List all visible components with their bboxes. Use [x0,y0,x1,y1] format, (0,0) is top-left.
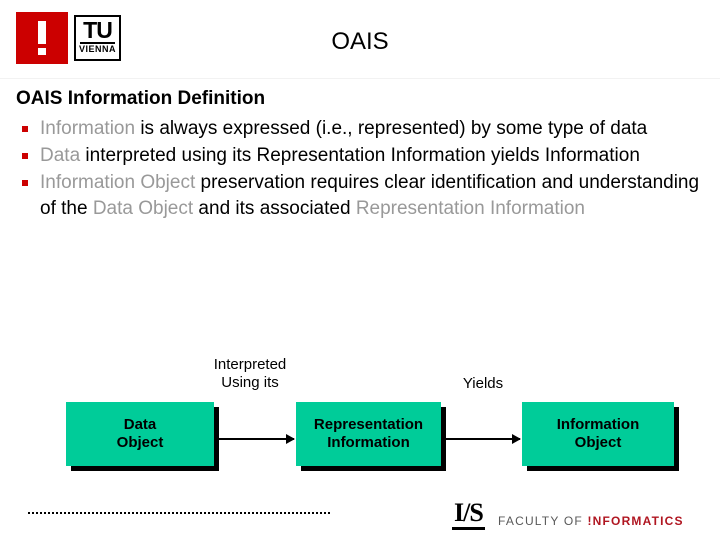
tu-logo-vienna-text: VIENNA [78,44,116,54]
bullet-term: Data [40,145,81,166]
ifs-logo: I/S [452,500,485,530]
interpreted-using-its-label: Interpreted Using its [180,356,320,392]
exclamation-dot-icon [38,48,46,55]
faculty-of-informatics-label: FACULTY OF !NFORMATICS [498,514,684,528]
bullet-term: Information [40,118,136,139]
bullet-text: and its associated [193,198,356,219]
oais-information-flow-diagram: Interpreted Using its Yields Data Object… [0,352,720,492]
page-title: OAIS [331,28,389,55]
yields-label: Yields [462,375,504,392]
information-object-line2: Object [574,434,622,451]
bullet-item: Data interpreted using its Representatio… [12,143,702,169]
tu-logo-box: TU VIENNA [74,15,121,61]
bullet-text: interpreted using its Representation Inf… [80,145,640,166]
representation-information-line2: Information [327,434,410,451]
informatics-text: !NFORMATICS [587,514,684,528]
bullet-list: Information is always expressed (i.e., r… [12,116,702,222]
exclamation-icon [38,21,46,44]
data-object-box-label: Data Object [117,416,164,452]
tu-logo-tu-text: TU [83,17,113,43]
bullet-item: Information Object preservation requires… [12,170,702,222]
section-heading: OAIS Information Definition [16,88,266,109]
information-object-box-label: Information Object [557,416,640,452]
bullet-text: preservation requires clear identificati… [40,172,700,219]
tu-vienna-logo: TU VIENNA [16,12,126,64]
representation-information-box-label: Representation Information [314,416,423,452]
data-object-line1: Data [123,416,157,433]
bullet-item: Information is always expressed (i.e., r… [12,116,702,142]
data-object-box[interactable]: Data Object [66,402,214,466]
interpreted-label-line2: Using its [221,374,279,391]
information-object-box[interactable]: Information Object [522,402,674,466]
faculty-of-text: FACULTY OF [498,514,588,528]
bullet-marker-icon [22,126,28,132]
bullet-term: Information Object [40,172,196,193]
tu-logo-divider [80,42,115,44]
slide-body: OAIS Information Definition Information … [12,88,702,223]
representation-information-line1: Representation [313,416,424,433]
information-object-line1: Information [556,416,640,433]
arrow-data-to-representation [218,434,295,444]
representation-information-box[interactable]: Representation Information [296,402,441,466]
bullet-term: Representation Information [355,198,585,219]
bullet-text: is always expressed (i.e., represented) … [135,118,648,139]
interpreted-label-line1: Interpreted [213,356,287,373]
header-divider [0,78,720,79]
data-object-line2: Object [116,434,164,451]
footer-dotted-line [28,512,330,514]
bullet-marker-icon [22,153,28,159]
bullet-marker-icon [22,180,28,186]
arrow-representation-to-information [446,434,521,444]
bullet-term: Data Object [92,198,194,219]
